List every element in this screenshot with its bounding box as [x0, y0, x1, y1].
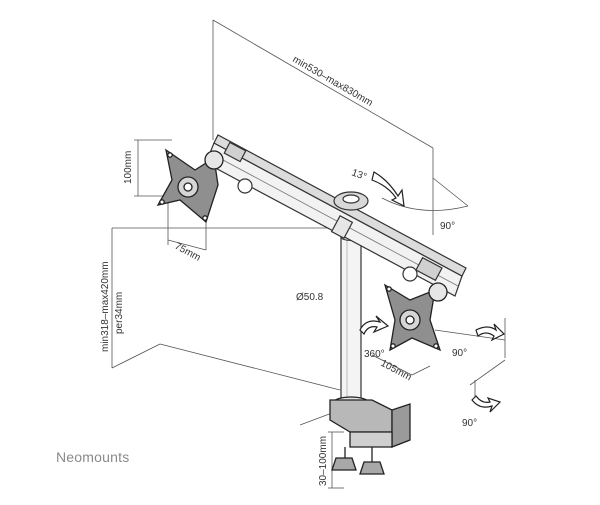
depth-label: 105mm — [379, 358, 414, 383]
tilt-angle-label: 13° — [350, 167, 368, 183]
vesa-width-label: 75mm — [173, 241, 203, 264]
vesa-height-label: 100mm — [123, 151, 134, 184]
vesa-plate-left — [156, 148, 224, 224]
pole-step-label: per34mm — [114, 292, 125, 334]
rotate-360-label: 360° — [364, 349, 385, 360]
rotation-arrow-icon — [359, 171, 506, 413]
clamp-range-label: 30–100mm — [318, 436, 329, 486]
swivel-90-top-label: 90° — [440, 221, 455, 232]
arm-bar — [205, 134, 467, 297]
pole — [340, 233, 362, 403]
dimension-lines — [111, 19, 506, 489]
swivel-90-right-label: 90° — [452, 348, 467, 359]
vesa-plate-right — [383, 282, 448, 352]
desk-clamp — [329, 396, 411, 475]
pole-height-label: min318–max420mm — [100, 261, 111, 352]
swivel-90-bottom-label: 90° — [462, 418, 477, 429]
brand-logo: Neomounts — [56, 449, 130, 465]
pole-diameter-label: Ø50.8 — [296, 292, 324, 303]
arm-span-label: min530–max830mm — [291, 54, 375, 109]
